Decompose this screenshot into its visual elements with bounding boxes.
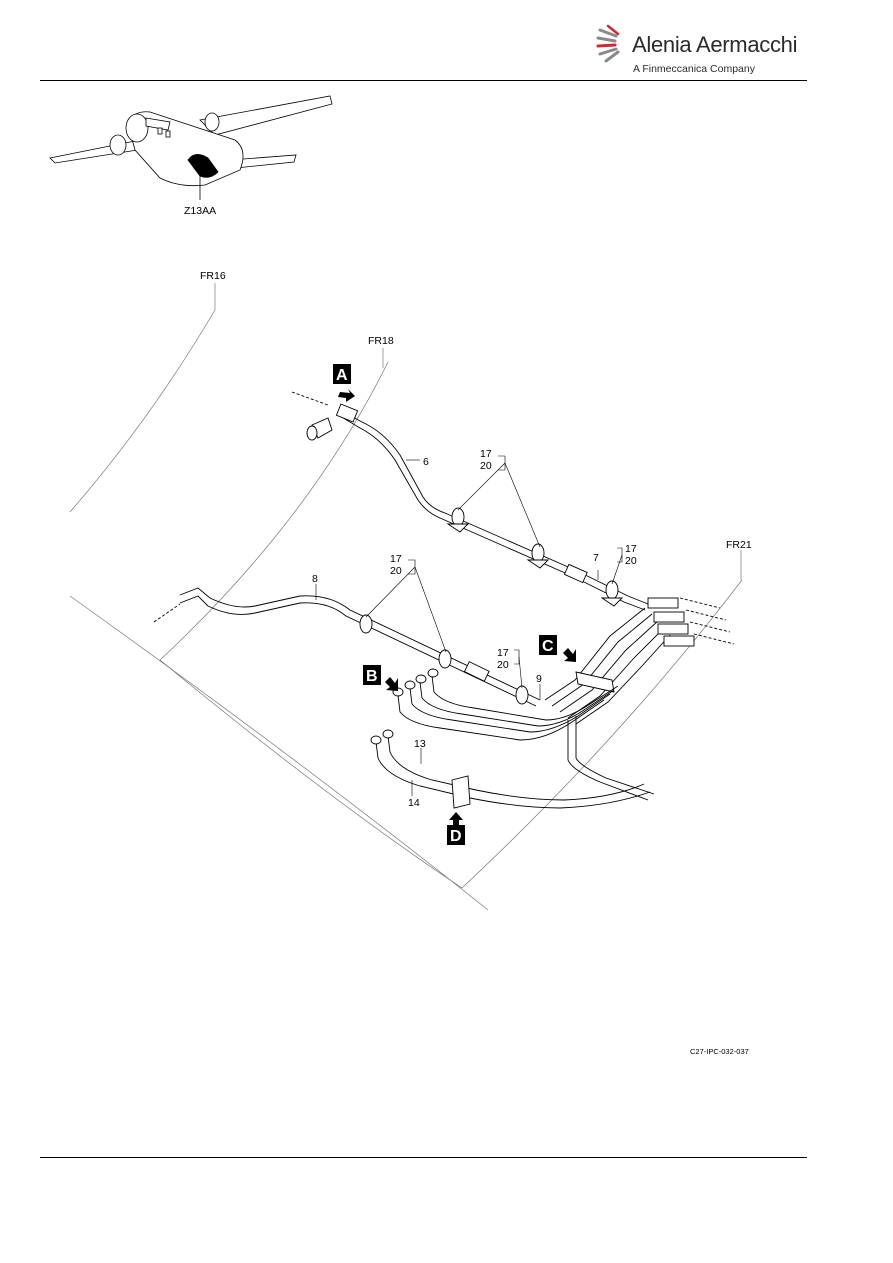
item-number-7: 7 bbox=[593, 552, 599, 564]
callout-d: D bbox=[447, 812, 465, 845]
item-number-14: 14 bbox=[408, 797, 420, 809]
footer-rule bbox=[40, 1157, 807, 1158]
header-rule bbox=[40, 80, 807, 81]
svg-text:D: D bbox=[450, 828, 462, 845]
figure-reference-code: C27-IPC-032-037 bbox=[690, 1047, 749, 1056]
item-number-20-right: 20 bbox=[625, 555, 637, 567]
item-number-9: 9 bbox=[536, 673, 542, 685]
arrow-icon bbox=[338, 389, 355, 402]
callout-b: B bbox=[363, 665, 398, 691]
frame-label-fr21: FR21 bbox=[726, 539, 752, 551]
item-number-17-lower: 17 bbox=[497, 647, 509, 659]
middle-tube-assembly bbox=[153, 587, 541, 707]
svg-text:B: B bbox=[366, 668, 378, 685]
item-number-20-mid: 20 bbox=[390, 565, 402, 577]
zone-label: Z13AA bbox=[184, 205, 216, 217]
item-number-17-right: 17 bbox=[625, 543, 637, 555]
upper-tube-assembly bbox=[291, 391, 649, 611]
item-number-17-upper: 17 bbox=[480, 448, 492, 460]
item-number-13: 13 bbox=[414, 738, 426, 750]
company-tagline: A Finmeccanica Company bbox=[633, 63, 755, 75]
item-number-17-mid: 17 bbox=[390, 553, 402, 565]
item-number-20-upper: 20 bbox=[480, 460, 492, 472]
bottom-tubes bbox=[370, 716, 655, 809]
svg-text:C: C bbox=[542, 638, 554, 655]
arrow-icon bbox=[563, 648, 576, 662]
svg-text:A: A bbox=[336, 367, 348, 384]
frame-label-fr18: FR18 bbox=[368, 335, 394, 347]
callout-c: C bbox=[539, 635, 576, 662]
callout-a: A bbox=[333, 364, 355, 402]
tube-bundle bbox=[544, 597, 735, 725]
frame-label-fr16: FR16 bbox=[200, 270, 226, 282]
item-number-8: 8 bbox=[312, 573, 318, 585]
item-number-20-lower: 20 bbox=[497, 659, 509, 671]
aircraft-locator-icon bbox=[49, 95, 333, 200]
company-name: Alenia Aermacchi bbox=[632, 32, 798, 57]
item-number-6: 6 bbox=[423, 456, 429, 468]
company-logo: Alenia Aermacchi A Finmeccanica Company bbox=[596, 20, 798, 82]
lower-loop-tubes bbox=[392, 668, 619, 741]
leader-lines bbox=[315, 455, 623, 796]
frame-lines bbox=[69, 283, 743, 911]
arrow-icon bbox=[385, 677, 398, 691]
logo-swoosh-icon bbox=[596, 24, 620, 63]
arrow-icon bbox=[449, 812, 463, 826]
